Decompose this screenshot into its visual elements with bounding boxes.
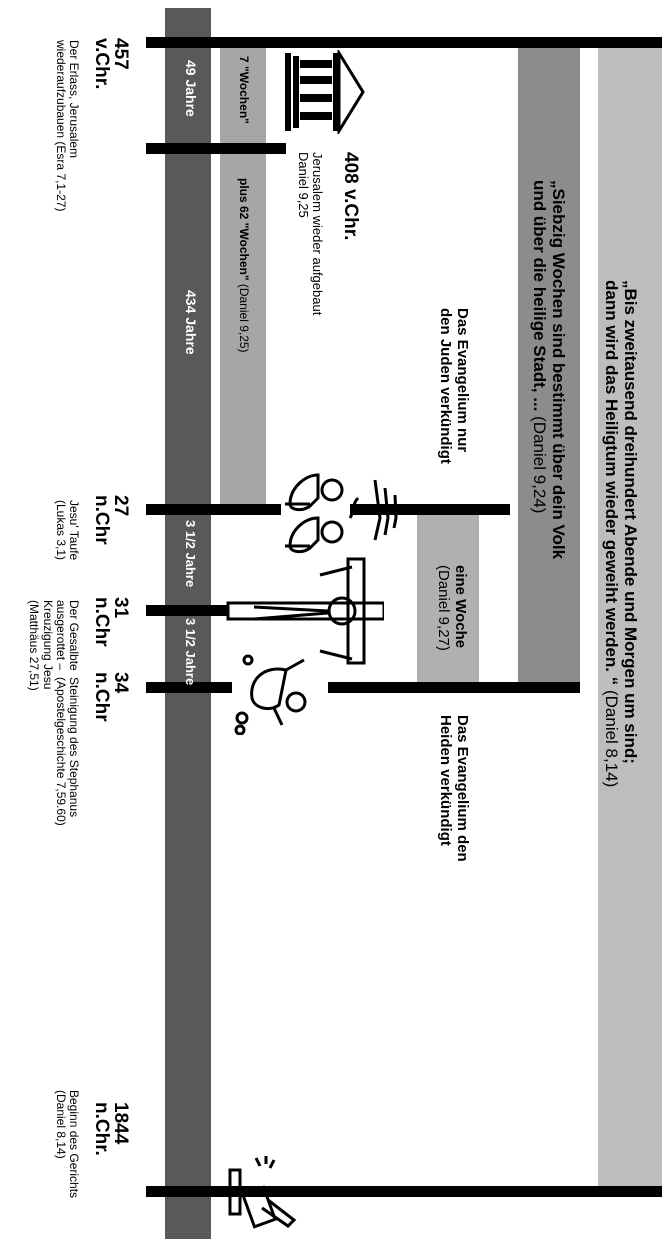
period-second-half-week: 3 1/2 Jahre xyxy=(183,618,198,686)
cross-icon xyxy=(226,557,384,665)
one-week-bar xyxy=(417,510,479,686)
one-week-label: eine Woche(Daniel 9,27) xyxy=(435,565,469,651)
date-34-note: Steinigung des Stephanus(Apostelgeschich… xyxy=(53,677,81,826)
line-408 xyxy=(146,143,286,154)
quote-70-weeks: „Siebzig Wochen sind bestimmt über dein … xyxy=(529,180,568,560)
temple-icon xyxy=(285,50,365,134)
line-27-left xyxy=(146,504,281,515)
seventy-weeks-bar xyxy=(518,42,580,692)
period-49-years: 49 Jahre xyxy=(183,60,199,117)
seven-weeks-bar xyxy=(220,42,266,150)
main-timeline-bar xyxy=(165,8,211,1239)
period-434-years: 434 Jahre xyxy=(183,290,199,355)
gavel-icon xyxy=(228,1156,297,1229)
sixty-two-weeks-bar xyxy=(220,150,266,508)
line-457 xyxy=(146,37,662,48)
line-34-left xyxy=(146,682,232,693)
stoning-icon xyxy=(234,654,307,735)
seven-weeks-label: 7 "Wochen" xyxy=(237,56,251,124)
line-27-right xyxy=(350,504,510,515)
date-1844-note: Beginn des Gerichts(Daniel 8,14) xyxy=(53,1090,81,1199)
date-408: 408 v.Chr. xyxy=(340,152,361,241)
sixty-two-weeks-label: plus 62 "Wochen" (Daniel 9,25) xyxy=(237,178,251,353)
period-first-half-week: 3 1/2 Jahre xyxy=(183,520,198,588)
quote-2300: „Bis zweitausend dreihundert Abende und … xyxy=(601,280,640,788)
twenty-three-hundred-bar xyxy=(598,42,662,1192)
line-1844 xyxy=(146,1186,662,1197)
date-27-note: Jesu' Taufe(Lukas 3,1) xyxy=(53,500,81,561)
line-34-right xyxy=(328,682,580,693)
baptism-icon xyxy=(285,473,398,554)
line-31 xyxy=(146,605,228,616)
